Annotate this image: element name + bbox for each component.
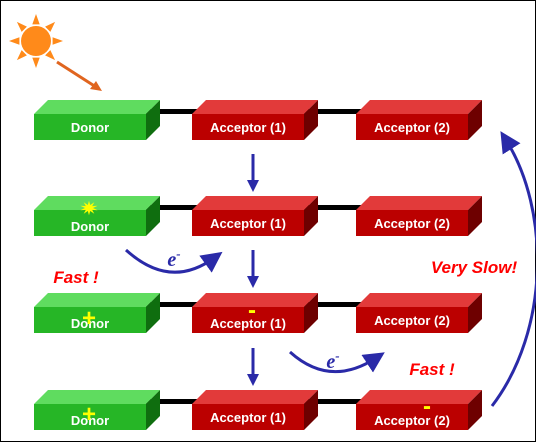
box-front-face [356, 210, 468, 236]
acceptor2-box-row1: Acceptor (2) [356, 100, 482, 140]
box-top-face [34, 100, 160, 114]
starburst-icon [80, 200, 98, 216]
rate-label-very-slow: Very Slow! [431, 258, 518, 277]
connector-acceptor1-acceptor2 [304, 302, 362, 307]
box-label: Acceptor (1) [210, 410, 286, 425]
acceptor1-minus-charge-row3: - [248, 297, 256, 324]
box-side-face [146, 390, 160, 430]
step-arrow-2 [247, 250, 259, 288]
box-front-face [34, 114, 146, 140]
rate-label-fast-2: Fast ! [409, 360, 455, 379]
box-label: Acceptor (1) [210, 216, 286, 231]
box-side-face [304, 100, 318, 140]
sun-icon [9, 14, 63, 68]
connector-donor-acceptor1 [146, 109, 198, 114]
donor-box-row2: Donor [34, 196, 160, 236]
box-label: Acceptor (1) [210, 120, 286, 135]
box-front-face [356, 404, 468, 430]
box-side-face [304, 293, 318, 333]
box-side-face [468, 100, 482, 140]
box-top-face [192, 100, 318, 114]
donor-plus-charge-row3: + [82, 305, 96, 332]
connector-donor-acceptor1 [146, 302, 198, 307]
donor-box-row1: Donor [34, 100, 160, 140]
box-front-face [34, 210, 146, 236]
box-top-face [34, 196, 160, 210]
electron-label-1: e- [167, 246, 180, 271]
electron-transfer-arrow-1 [124, 248, 223, 274]
box-top-face [34, 390, 160, 404]
box-front-face [356, 307, 468, 333]
donor-box-row4: Donor [34, 390, 160, 430]
box-side-face [468, 293, 482, 333]
connector-acceptor1-acceptor2 [304, 205, 362, 210]
box-top-face [356, 390, 482, 404]
box-side-face [146, 100, 160, 140]
box-label: Donor [71, 316, 109, 331]
donor-plus-charge-row4: + [82, 401, 96, 428]
box-side-face [146, 293, 160, 333]
box-top-face [356, 196, 482, 210]
box-label: Acceptor (2) [374, 313, 450, 328]
box-top-face [356, 293, 482, 307]
box-side-face [304, 196, 318, 236]
box-label: Donor [71, 120, 109, 135]
rate-label-fast-1: Fast ! [53, 268, 99, 287]
box-label: Donor [71, 413, 109, 428]
acceptor1-box-row3: Acceptor (1) [192, 293, 318, 333]
electron-label-2: e- [326, 348, 339, 373]
box-top-face [192, 293, 318, 307]
box-top-face [192, 390, 318, 404]
acceptor2-box-row3: Acceptor (2) [356, 293, 482, 333]
acceptor1-box-row4: Acceptor (1) [192, 390, 318, 430]
connector-acceptor1-acceptor2 [304, 399, 362, 404]
box-front-face [192, 404, 304, 430]
box-front-face [34, 307, 146, 333]
box-front-face [192, 307, 304, 333]
connector-acceptor1-acceptor2 [304, 109, 362, 114]
step-arrow-3 [247, 348, 259, 386]
connector-donor-acceptor1 [146, 205, 198, 210]
electron-transfer-arrow-2 [288, 350, 385, 374]
box-label: Donor [71, 219, 109, 234]
box-label: Acceptor (1) [210, 316, 286, 331]
box-front-face [356, 114, 468, 140]
box-label: Acceptor (2) [374, 120, 450, 135]
donor-box-row3: Donor [34, 293, 160, 333]
box-front-face [192, 210, 304, 236]
box-front-face [34, 404, 146, 430]
box-front-face [192, 114, 304, 140]
box-side-face [304, 390, 318, 430]
light-arrow [56, 60, 102, 91]
acceptor2-box-row2: Acceptor (2) [356, 196, 482, 236]
box-label: Acceptor (2) [374, 413, 450, 428]
box-side-face [468, 390, 482, 430]
recombination-arrow [490, 131, 536, 407]
acceptor1-box-row1: Acceptor (1) [192, 100, 318, 140]
acceptor2-minus-charge-row4: - [423, 393, 431, 420]
box-label: Acceptor (2) [374, 216, 450, 231]
box-side-face [146, 196, 160, 236]
step-arrow-1 [247, 154, 259, 192]
box-top-face [192, 196, 318, 210]
acceptor2-box-row4: Acceptor (2) [356, 390, 482, 430]
box-side-face [468, 196, 482, 236]
box-top-face [356, 100, 482, 114]
connector-donor-acceptor1 [146, 399, 198, 404]
acceptor1-box-row2: Acceptor (1) [192, 196, 318, 236]
box-top-face [34, 293, 160, 307]
